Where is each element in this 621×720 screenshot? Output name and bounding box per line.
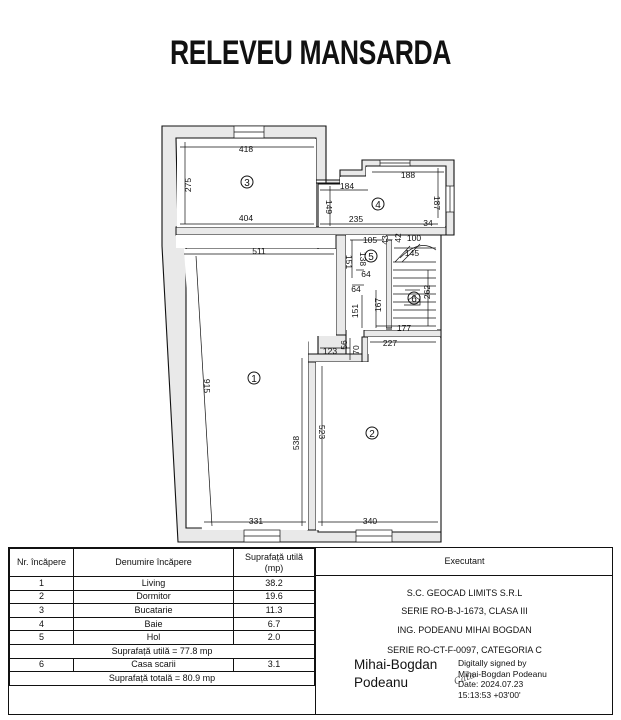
table-header-row: Nr. încăpere Denumire încăpere Suprafață… — [9, 548, 315, 577]
company-name: S.C. GEOCAD LIMITS S.R.L — [406, 588, 523, 598]
digital-signature-info: Digitally signed by Mihai-Bogdan Podeanu… — [458, 658, 547, 700]
total-cell: Suprafață totală = 80.9 mp — [9, 671, 315, 686]
cell-area: 11.3 — [233, 603, 315, 618]
signature-name-line1: Mihai-Bogdan — [354, 657, 438, 672]
cell-area: 19.6 — [233, 589, 315, 605]
dim-167: 167 — [373, 298, 383, 312]
dim-184: 184 — [340, 181, 354, 191]
plan-title: RELEVEU MANSARDA — [169, 34, 452, 72]
room-number-6: 6 — [411, 294, 417, 305]
executant-panel: Executant S.C. GEOCAD LIMITS S.R.L SERIE… — [315, 548, 613, 714]
dim-105: 105 — [363, 235, 377, 245]
room-number-2: 2 — [369, 429, 375, 440]
room-number-5: 5 — [368, 252, 374, 263]
total-row: Suprafață totală = 80.9 mp — [9, 671, 315, 686]
dim-123: 123 — [323, 346, 337, 356]
subtotal-cell: Suprafață utilă = 77.8 mp — [9, 643, 315, 659]
cell-area: 2.0 — [233, 630, 315, 645]
dim-538: 538 — [291, 436, 301, 450]
rooms-table: Nr. încăpere Denumire încăpere Suprafață… — [9, 548, 315, 686]
dim-331: 331 — [249, 516, 263, 526]
cell-name: Living — [73, 576, 234, 591]
cell-area: 3.1 — [233, 657, 315, 673]
digital-line: Mihai-Bogdan Podeanu — [458, 668, 547, 679]
cell-area: 38.2 — [233, 576, 315, 591]
room-number-4: 4 — [375, 200, 381, 211]
dim-340: 340 — [363, 516, 377, 526]
signature-name-line2: Podeanu — [354, 675, 409, 690]
cell-number: 6 — [9, 657, 74, 673]
dim-151-top: 151 — [344, 255, 354, 269]
dim-262: 262 — [422, 285, 432, 299]
table-row: 4 Baie 6.7 — [9, 616, 315, 632]
dimension-labels: 418 275 404 184 188 149 187 235 34 105 4… — [183, 144, 442, 526]
table-row: 5 Hol 2.0 — [9, 630, 315, 645]
dim-138: 138 — [358, 252, 368, 266]
dim-42: 42 — [393, 233, 403, 243]
dim-188: 188 — [401, 170, 415, 180]
dim-100: 100 — [407, 233, 421, 243]
executant-header: Executant — [316, 548, 613, 576]
cell-name: Casa scarii — [73, 657, 234, 673]
dim-145: 145 — [405, 248, 419, 258]
dimension-lines — [180, 142, 444, 527]
header-room-name: Denumire încăpere — [73, 548, 234, 577]
header-room-number: Nr. încăpere — [9, 548, 74, 577]
engineer-name: ING. PODEANU MIHAI BOGDAN — [397, 625, 532, 635]
dim-235: 235 — [349, 214, 363, 224]
cell-number: 2 — [9, 589, 74, 605]
room-markers: 1 2 3 4 5 6 — [240, 175, 421, 440]
dim-151-bottom: 151 — [350, 304, 360, 318]
dim-275: 275 — [183, 178, 193, 192]
room-interiors — [177, 139, 445, 530]
room-number-1: 1 — [251, 374, 257, 385]
cell-name: Dormitor — [73, 589, 234, 605]
digital-line: Digitally signed by — [458, 658, 527, 668]
digital-line: 15:13:53 +03'00' — [458, 689, 521, 700]
cell-number: 1 — [9, 576, 74, 591]
dim-523: 523 — [317, 425, 327, 439]
dim-34: 34 — [423, 218, 433, 228]
dim-404: 404 — [239, 213, 253, 223]
dim-149: 149 — [324, 200, 334, 214]
dim-511: 511 — [252, 246, 266, 256]
dim-177: 177 — [397, 323, 411, 333]
cell-number: 5 — [9, 630, 74, 645]
cell-number: 4 — [9, 616, 74, 632]
dim-64-b: 64 — [351, 284, 361, 294]
legend-block: Nr. încăpere Denumire încăpere Suprafață… — [8, 547, 613, 715]
table-row: 3 Bucatarie 11.3 — [9, 603, 315, 618]
license-series-1: SERIE RO-B-J-1673, CLASA III — [401, 606, 528, 616]
dim-64-a: 64 — [361, 269, 371, 279]
dim-418: 418 — [239, 144, 253, 154]
license-series-2: SERIE RO-CT-F-0097, CATEGORIA C — [387, 645, 542, 655]
dim-227: 227 — [383, 338, 397, 348]
signature-name: Mihai-Bogdan Podeanu — [354, 656, 437, 692]
dim-187: 187 — [432, 196, 442, 210]
table-row: 2 Dormitor 19.6 — [9, 589, 315, 605]
cell-name: Baie — [73, 616, 234, 632]
table-row: 6 Casa scarii 3.1 — [9, 657, 315, 673]
digital-line: Date: 2024.07.23 — [458, 679, 524, 689]
cell-area: 6.7 — [233, 616, 315, 632]
floor-plan: 418 275 404 184 188 149 187 235 34 105 4… — [161, 125, 455, 543]
header-area: Suprafață utilă (mp) — [233, 548, 315, 577]
dim-70: 70 — [351, 345, 361, 355]
cell-number: 3 — [9, 603, 74, 618]
windows — [233, 125, 455, 543]
dim-43: 43 — [380, 235, 390, 245]
cell-name: Bucatarie — [73, 603, 234, 618]
dim-56: 56 — [339, 340, 349, 350]
room-number-3: 3 — [244, 178, 250, 189]
dim-915: 915 — [202, 379, 212, 393]
table-row: 1 Living 38.2 — [9, 576, 315, 591]
cell-name: Hol — [73, 630, 234, 645]
subtotal-row: Suprafață utilă = 77.8 mp — [9, 643, 315, 659]
